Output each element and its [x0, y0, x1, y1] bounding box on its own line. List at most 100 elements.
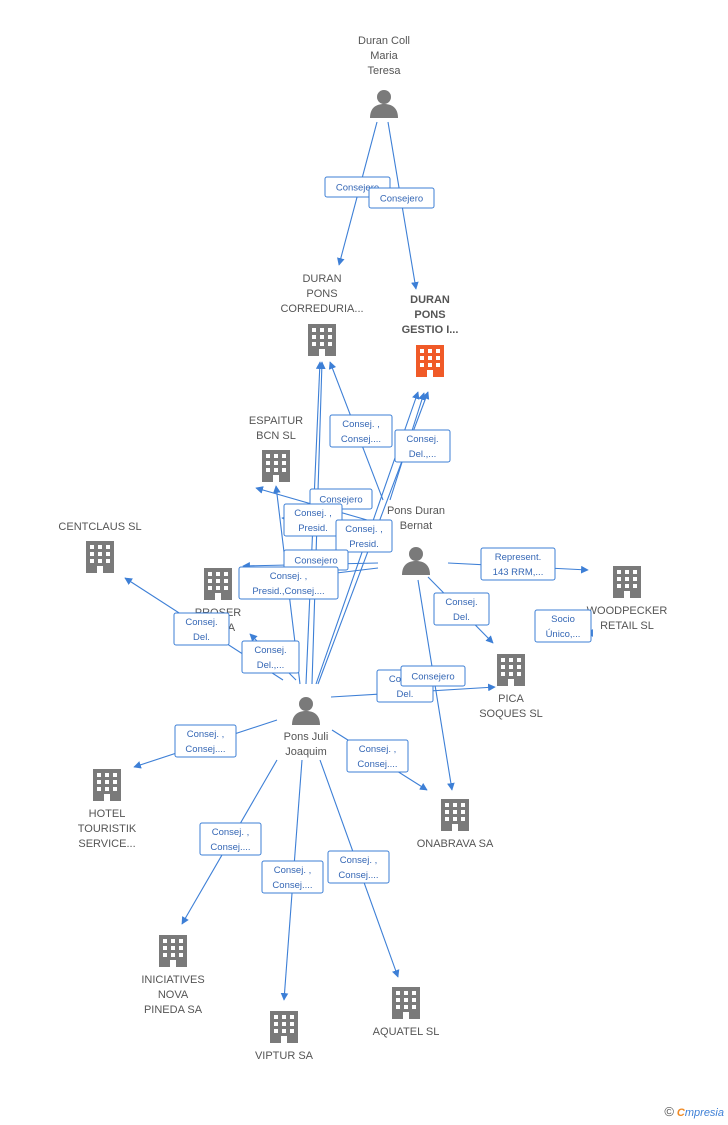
- building-icon: [441, 799, 469, 831]
- relation-label-text: Consej. ,: [340, 855, 378, 866]
- relation-label-text: Consejero: [411, 672, 454, 683]
- relation-label[interactable]: Consejero: [400, 665, 466, 687]
- relation-label-text: Consejero: [380, 194, 423, 205]
- building-icon: [392, 987, 420, 1019]
- node-duran_pons_corr[interactable]: DURANPONSCORREDURIA...: [280, 273, 364, 356]
- relation-label-text: Consej.: [254, 645, 286, 656]
- relation-label[interactable]: Consej. ,Presid.: [283, 503, 343, 537]
- relation-label-text: 143 RRM,...: [493, 567, 544, 578]
- node-espaitur[interactable]: ESPAITUR BCN SL: [249, 415, 303, 482]
- relation-label[interactable]: SocioÚnico,...: [534, 609, 592, 643]
- person-icon: [370, 90, 398, 118]
- relation-label[interactable]: Consej. ,Consej....: [174, 724, 237, 758]
- node-label: Pons Duran: [387, 505, 445, 517]
- node-label: DURAN: [410, 294, 450, 306]
- building-icon: [497, 654, 525, 686]
- node-label: Teresa: [367, 65, 401, 77]
- building-icon: [262, 450, 290, 482]
- node-label: Duran Coll: [358, 35, 410, 47]
- node-aquatel[interactable]: AQUATEL SL: [373, 987, 440, 1038]
- relation-label[interactable]: Consej. ,Consej....: [199, 822, 262, 856]
- relation-label[interactable]: Consej. ,Consej....: [346, 739, 409, 773]
- relation-label-text: Consej....: [272, 880, 312, 891]
- node-label: Bernat: [400, 520, 432, 532]
- relation-label-text: Consej. ,: [294, 508, 332, 519]
- relation-label-text: Del.: [193, 632, 210, 643]
- building-icon: [93, 769, 121, 801]
- relation-label-text: Represent.: [495, 552, 541, 563]
- node-label: BCN SL: [256, 430, 296, 442]
- building-icon: [613, 566, 641, 598]
- node-iniciatives[interactable]: INICIATIVES NOVA PINEDA SA: [141, 935, 205, 1016]
- relation-label[interactable]: Consej. , Consej....: [261, 860, 324, 894]
- relation-label[interactable]: Consej. ,Consej....: [329, 414, 393, 448]
- building-icon: [416, 345, 444, 377]
- empresia-logo: ©Cmpresia: [664, 1104, 724, 1119]
- relation-label-text: Consej.: [185, 617, 217, 628]
- node-viptur[interactable]: VIPTUR SA: [255, 1011, 314, 1062]
- building-icon: [204, 568, 232, 600]
- relation-label-text: Presid.,Consej....: [252, 586, 324, 597]
- building-icon: [86, 541, 114, 573]
- relation-label[interactable]: Consej. Del.,...: [394, 429, 451, 463]
- building-icon: [270, 1011, 298, 1043]
- node-hotel[interactable]: HOTELTOURISTIKSERVICE...: [78, 769, 137, 850]
- node-duran_pons_gestio[interactable]: DURAN PONS GESTIO I...: [402, 294, 459, 377]
- relation-label-text: Consej....: [341, 434, 381, 445]
- relation-label-text: Consej. ,: [270, 571, 308, 582]
- building-icon: [159, 935, 187, 967]
- relation-label-text: Consej.: [445, 597, 477, 608]
- person-icon: [292, 697, 320, 725]
- relation-label-text: Consej. ,: [187, 729, 225, 740]
- relation-label-text: Único,...: [546, 629, 581, 640]
- relation-label[interactable]: Consej. ,Consej....: [327, 850, 390, 884]
- relation-label[interactable]: Represent. 143 RRM,...: [480, 547, 556, 581]
- relation-label-text: Del.,...: [409, 449, 436, 460]
- relation-label-text: Consej. ,: [212, 827, 250, 838]
- relation-label-text: Consejero: [319, 495, 362, 506]
- node-label: WOODPECKER: [587, 605, 668, 617]
- node-label: PICA: [498, 693, 524, 705]
- node-label: ESPAITUR: [249, 415, 303, 427]
- relation-label[interactable]: Consej. , Presid.: [335, 519, 393, 553]
- node-label: PONS: [306, 288, 337, 300]
- node-label: Pons Juli: [284, 731, 329, 743]
- node-label: HOTEL: [89, 808, 126, 820]
- node-label: CENTCLAUS SL: [58, 521, 141, 533]
- relation-label-text: Consejero: [336, 183, 379, 194]
- node-label: Joaquim: [285, 746, 327, 758]
- relation-label-text: Del.: [397, 689, 414, 700]
- node-woodpecker[interactable]: WOODPECKER RETAIL SL: [587, 566, 668, 632]
- node-label: NOVA: [158, 989, 189, 1001]
- node-label: VIPTUR SA: [255, 1050, 314, 1062]
- node-label: PINEDA SA: [144, 1004, 203, 1016]
- relation-label[interactable]: Consejero: [283, 549, 349, 571]
- node-label: Maria: [370, 50, 398, 62]
- building-icon: [308, 324, 336, 356]
- relation-label-text: Del.,...: [257, 660, 284, 671]
- relation-label-text: Consej.: [406, 434, 438, 445]
- node-label: GESTIO I...: [402, 324, 459, 336]
- node-centclaus[interactable]: CENTCLAUS SL: [58, 521, 142, 573]
- relation-label-text: Consej. ,: [345, 524, 383, 535]
- node-label: ONABRAVA SA: [417, 838, 494, 850]
- relation-label[interactable]: Consej. , Presid.,Consej....: [238, 566, 339, 600]
- node-onabrava[interactable]: ONABRAVA SA: [417, 799, 494, 850]
- relation-label[interactable]: Consej. Del.,...: [241, 640, 300, 674]
- relation-label-text: Consej....: [357, 759, 397, 770]
- relation-label[interactable]: Consej.Del.: [433, 592, 490, 626]
- relation-label[interactable]: Consej. Del.: [173, 612, 230, 646]
- relation-label[interactable]: Consejero: [368, 187, 435, 209]
- relation-label-text: Consej. ,: [274, 865, 312, 876]
- node-label: RETAIL SL: [600, 620, 654, 632]
- node-label: INICIATIVES: [141, 974, 204, 986]
- relation-label-text: Presid.: [349, 539, 379, 550]
- node-label: PONS: [414, 309, 445, 321]
- node-label: SERVICE...: [78, 838, 135, 850]
- relation-label-text: Consejero: [294, 556, 337, 567]
